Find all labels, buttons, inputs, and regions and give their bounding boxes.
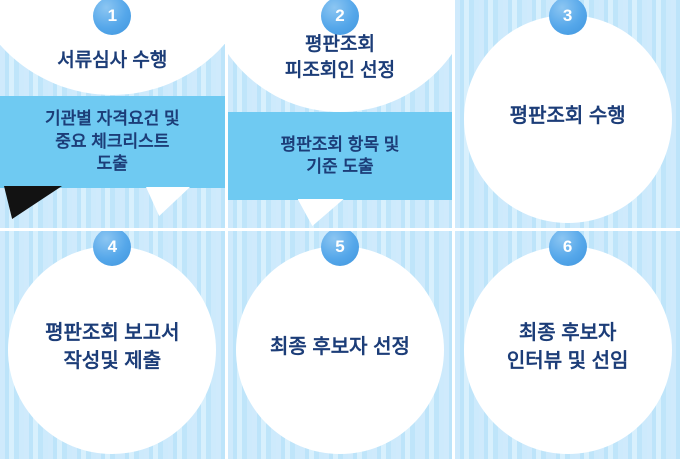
step-title: 평판조회 피조회인 선정 [284,34,396,81]
step-title: 평판조회 보고서 작성및 제출 [45,322,180,372]
step-title: 최종 후보자 인터뷰 및 선임 [506,322,629,372]
step-cell-4: 평판조회 보고서 작성및 제출 4 [0,231,225,459]
step-number-badge: 1 [93,0,132,35]
step-cell-1: 서류심사 수행 기관별 자격요건 및 중요 체크리스트 도출 1 [0,0,225,228]
step-cell-3: 평판조회 수행 3 [455,0,680,228]
speech-tail-icon [146,187,190,216]
step-circle: 최종 후보자 선정 [235,246,444,454]
step-detail-box: 기관별 자격요건 및 중요 체크리스트 도출 [0,96,225,188]
step-number-badge: 5 [320,231,359,266]
step-circle: 최종 후보자 인터뷰 및 선임 [463,246,672,454]
step-number-badge: 4 [93,231,132,266]
speech-tail-dark-icon [4,186,62,219]
step-detail-box: 평판조회 항목 및 기준 도출 [227,112,453,200]
step-cell-5: 최종 후보자 선정 5 [227,231,453,459]
step-cell-2: 평판조회 피조회인 선정 평판조회 항목 및 기준 도출 2 [227,0,453,228]
step-number-badge: 2 [320,0,359,35]
step-detail-text: 기관별 자격요건 및 중요 체크리스트 도출 [45,109,180,174]
step-detail-text: 평판조회 항목 및 기준 도출 [280,134,400,176]
step-title: 평판조회 수행 [509,105,626,127]
step-title: 최종 후보자 선정 [270,336,410,358]
step-number-badge: 3 [548,0,587,35]
step-circle: 평판조회 수행 [463,15,672,223]
speech-tail-icon [297,199,344,226]
step-circle: 평판조회 보고서 작성및 제출 [8,246,217,454]
step-title: 서류심사 수행 [57,50,168,71]
step-cell-6: 최종 후보자 인터뷰 및 선임 6 [455,231,680,459]
step-number-badge: 6 [548,231,587,266]
